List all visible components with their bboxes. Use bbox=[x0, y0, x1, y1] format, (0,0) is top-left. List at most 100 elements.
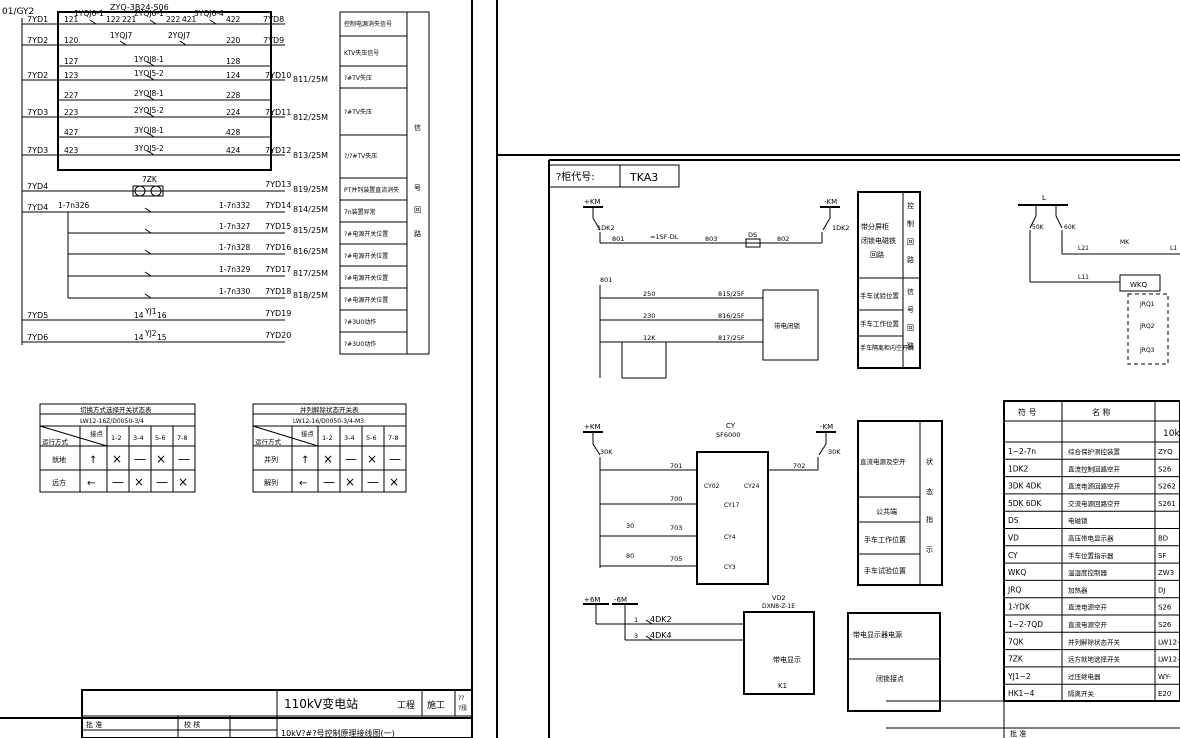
node-label: 16 bbox=[157, 311, 167, 320]
position-indicator-circuit: +KM -KM 30K 30K CY SF6000 701 702 700 70… bbox=[583, 420, 943, 586]
switch-table-row-label: 就地 bbox=[52, 455, 66, 464]
bom-name: 直流电源空开 bbox=[1068, 603, 1108, 612]
bus-neg: -KM bbox=[820, 423, 833, 431]
node-label: 803 bbox=[705, 235, 717, 243]
bom-name: 直流控制回路空开 bbox=[1068, 464, 1121, 473]
bom-name: 直流电源空开 bbox=[1068, 620, 1108, 629]
terminal-block-header: ZYQ-3B24-S06 bbox=[110, 3, 169, 12]
legend-text: 手车工作位置 bbox=[864, 535, 906, 544]
node-label: 224 bbox=[226, 108, 241, 117]
left-terminal: 7YD4 bbox=[27, 203, 48, 212]
node-label: 1-7n329 bbox=[219, 265, 251, 274]
bom-name: 手车位置指示器 bbox=[1068, 551, 1114, 560]
legend-row: ?#电源开关位置 bbox=[344, 296, 388, 304]
right-terminal: 7YD16 bbox=[265, 243, 291, 252]
switch-table-col: 5-6 bbox=[366, 434, 377, 442]
switch-table-cell: — bbox=[178, 452, 190, 466]
bom-model: WY- bbox=[1158, 673, 1171, 681]
wire-label: 705 bbox=[670, 555, 682, 563]
node-label: 124 bbox=[226, 71, 241, 80]
interlock-circuit: +KM -KM 1DK2 1DK2 801 =1SF-DL 803 DS 802… bbox=[583, 191, 921, 379]
node-label: 1YQJ7 bbox=[110, 31, 132, 40]
node-label: 1YQJ8-1 bbox=[134, 55, 164, 64]
right-terminal: 7YD20 bbox=[265, 331, 291, 340]
bus-label: L bbox=[1042, 194, 1046, 202]
wire-label: 812/25M bbox=[293, 113, 328, 122]
bom-model: SF bbox=[1158, 552, 1166, 560]
node-label: MK bbox=[1120, 239, 1130, 246]
heater-label: JRQ2 bbox=[1139, 323, 1155, 330]
switch-table-cell: × bbox=[389, 475, 399, 489]
cabinet-code-label: ?柜代号: bbox=[556, 170, 595, 183]
switch-table-title: 切换方式选择开关状态表 bbox=[80, 405, 152, 414]
node-label: 3YQJ8-1 bbox=[134, 126, 164, 135]
node-label: L11 bbox=[1078, 274, 1089, 281]
right-terminal: 7YD9 bbox=[263, 36, 284, 45]
bus-pos: +6M bbox=[584, 596, 600, 604]
pin-label: 1 bbox=[634, 616, 638, 624]
bom-header: 名 称 bbox=[1092, 407, 1111, 417]
legend-side-char: 号 bbox=[907, 306, 914, 314]
wire-label: 817/25M bbox=[293, 269, 328, 278]
left-terminal: 7YD3 bbox=[27, 146, 48, 155]
node-label: 123 bbox=[64, 71, 79, 80]
bom-header: 符 号 bbox=[1018, 407, 1037, 417]
legend-row: ?#3U0动作 bbox=[344, 318, 376, 326]
switch-table-title: 并列解除状态开关表 bbox=[300, 405, 359, 414]
bom-model: S262 bbox=[1158, 483, 1176, 491]
cabinet-code: ?柜代号: TKA3 bbox=[548, 164, 680, 188]
node-label: 1-7n332 bbox=[219, 201, 251, 210]
legend-side-char: 路 bbox=[907, 341, 914, 350]
right-terminal: 7YD11 bbox=[265, 108, 291, 117]
switch-table-arrow: ← bbox=[299, 478, 307, 489]
legend-text: 直流电源及空开 bbox=[860, 457, 906, 466]
switch-table-cell: — bbox=[134, 452, 146, 466]
sheet-ref: 01/GY2 bbox=[2, 7, 34, 17]
bus-pos: +KM bbox=[584, 198, 601, 206]
node-label: 127 bbox=[64, 57, 79, 66]
legend-side-char: 控 bbox=[907, 201, 914, 210]
node-label: 14 bbox=[134, 333, 144, 342]
legend-text: 带电显示器电源 bbox=[853, 630, 902, 639]
bom-name: 并列解除状态开关 bbox=[1068, 637, 1121, 646]
legend-row: ?/?#TV失压 bbox=[344, 152, 377, 160]
device-name: CY bbox=[726, 422, 736, 430]
bom-model: S26 bbox=[1158, 604, 1172, 612]
bom-model: E20 bbox=[1158, 690, 1171, 698]
bom-model: DJ bbox=[1158, 586, 1165, 594]
switch-table-col: 1-2 bbox=[111, 434, 122, 442]
legend-row: PT并列装置直流消失 bbox=[344, 186, 399, 194]
node-label: YJ1 bbox=[144, 307, 157, 316]
legend-side-char: 状 bbox=[926, 457, 933, 466]
device-model: DXN8-Z-1E bbox=[762, 603, 795, 610]
bom-model: LW12-16 bbox=[1158, 656, 1180, 664]
switch-table-cell: — bbox=[345, 452, 357, 466]
switch-label: 60K bbox=[1064, 224, 1077, 231]
switch-table-cell: — bbox=[389, 452, 401, 466]
right-terminal: 7YD12 bbox=[265, 146, 291, 155]
bom-name: 加热器 bbox=[1068, 585, 1088, 594]
node-label: 2YQJ8-1 bbox=[134, 89, 164, 98]
left-terminal: 7YD6 bbox=[27, 333, 48, 342]
legend-text: 闭锁电磁铁 bbox=[861, 236, 896, 245]
bom-model: S26 bbox=[1158, 621, 1172, 629]
node-label: 2YQJ5-2 bbox=[134, 106, 164, 115]
device-label: 带电闭锁 bbox=[774, 321, 801, 330]
bus-neg: -6M bbox=[614, 596, 627, 604]
node-label: 424 bbox=[226, 146, 241, 155]
node-label: 122 bbox=[106, 15, 121, 24]
bom-model: ZW3 bbox=[1158, 569, 1174, 577]
legend-side-char: 路 bbox=[907, 255, 914, 264]
right-terminal: 7YD14 bbox=[265, 201, 291, 210]
legend-text: 闭锁接点 bbox=[876, 674, 904, 683]
station-name: 110kV变电站 bbox=[284, 696, 358, 711]
bom-name: 直流电源回路空开 bbox=[1068, 482, 1121, 491]
bom-subheader: 10k bbox=[1163, 429, 1180, 439]
node-label: 423 bbox=[64, 146, 79, 155]
legend-row: 7n装置异常 bbox=[344, 208, 376, 216]
switch-table-col: 7-8 bbox=[177, 434, 188, 442]
node-label: 15 bbox=[157, 333, 167, 342]
bom-symbol: CY bbox=[1008, 551, 1018, 560]
live-display-circuit: +6M -6M 4DK2 4DK4 1 3 VD2 DXN8-Z-1E 带电显示… bbox=[583, 594, 941, 712]
project-label: 工程 bbox=[397, 700, 415, 711]
